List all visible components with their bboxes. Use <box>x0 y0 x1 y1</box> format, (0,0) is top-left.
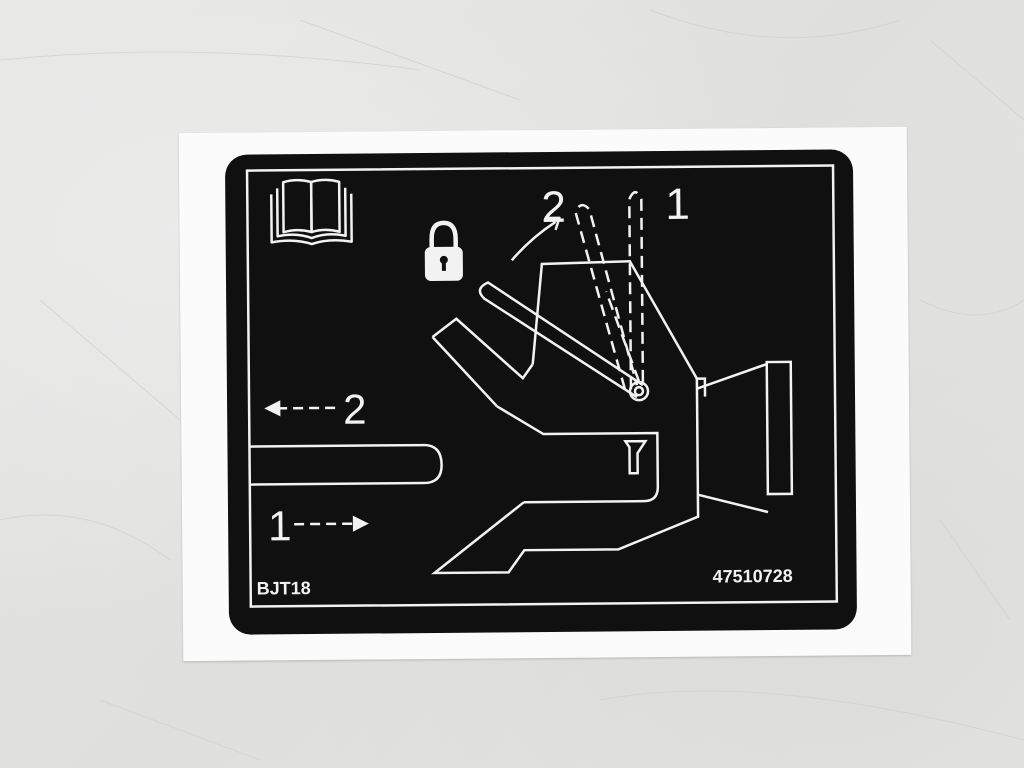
open-book-icon <box>269 178 353 246</box>
decal-part-number: 47510728 <box>713 566 793 587</box>
lever-position-1-label: 1 <box>665 180 690 229</box>
warning-decal: 2 1 <box>224 149 858 635</box>
sticker-backing: 2 1 <box>178 126 912 662</box>
padlock-icon <box>424 220 463 281</box>
pin-slot <box>249 443 443 486</box>
direction-arrow-1 <box>294 515 369 532</box>
lever-ghost-positions <box>574 191 645 390</box>
decal-border <box>245 164 839 608</box>
lever-locked-position <box>478 281 650 402</box>
coupler-body-outline <box>430 259 794 575</box>
direction-label-1: 1 <box>268 502 292 549</box>
direction-arrow-2 <box>264 400 336 417</box>
rotation-arrow <box>510 216 561 262</box>
decal-code-left: BJT18 <box>257 578 311 598</box>
direction-label-2: 2 <box>343 386 367 433</box>
lever-position-2-label: 2 <box>541 183 566 232</box>
